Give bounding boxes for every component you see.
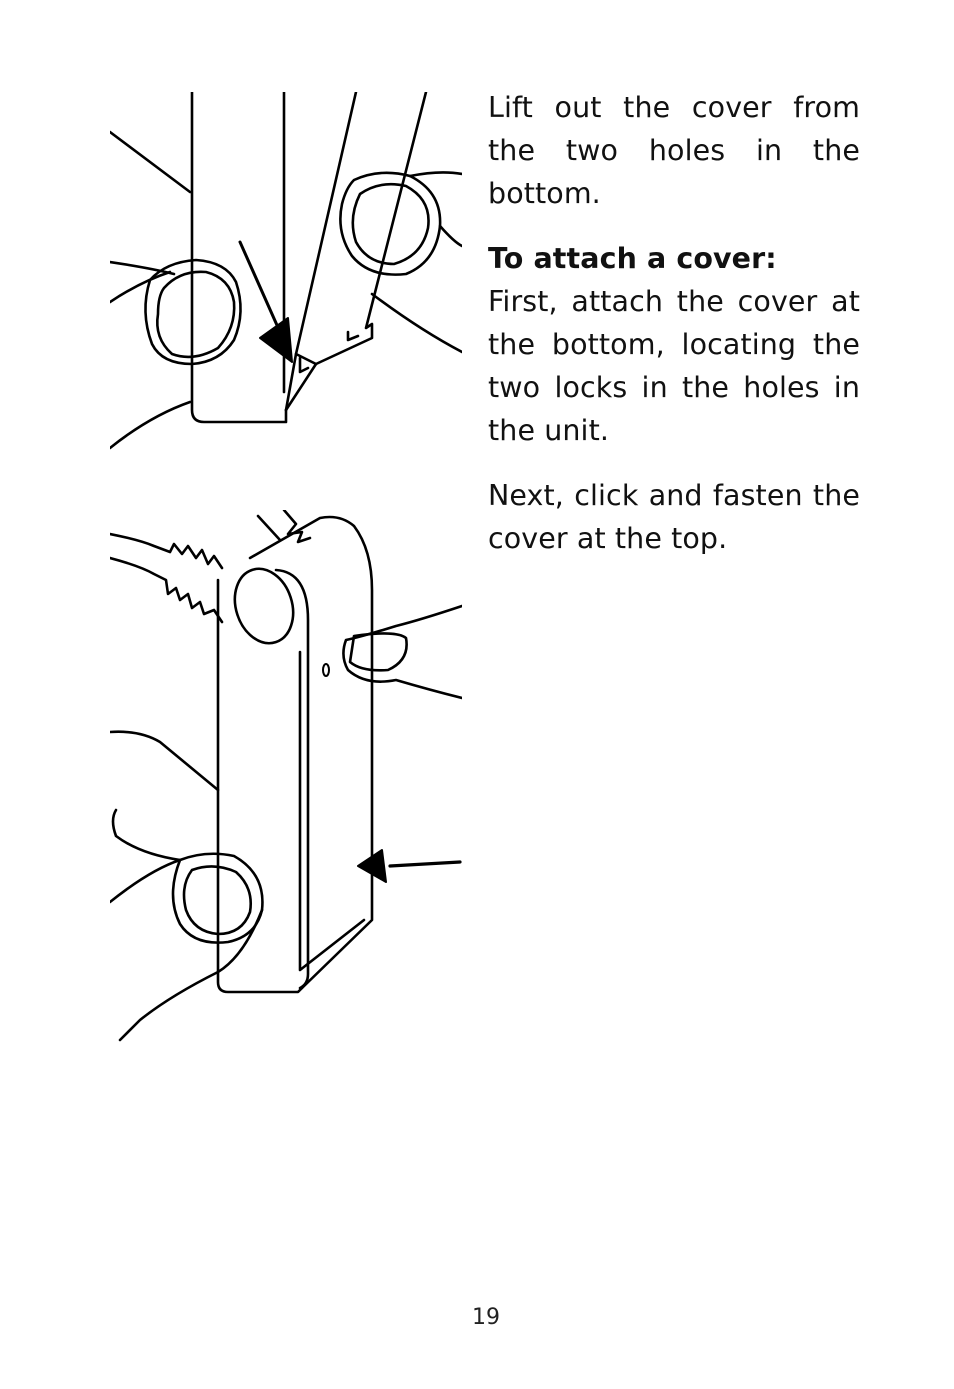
remove-cover-illustration — [110, 92, 462, 454]
next-paragraph: Next, click and fasten the cover at the … — [488, 479, 860, 555]
instruction-text-column: Lift out the cover from the two holes in… — [488, 86, 860, 582]
attach-body: First, attach the cover at the bottom, l… — [488, 285, 860, 447]
attach-cover-illustration — [110, 510, 462, 1042]
attach-heading: To attach a cover: — [488, 242, 777, 275]
page-number: 19 — [472, 1305, 500, 1330]
attach-paragraph: To attach a cover: First, attach the cov… — [488, 237, 860, 452]
lift-out-paragraph: Lift out the cover from the two holes in… — [488, 91, 860, 210]
